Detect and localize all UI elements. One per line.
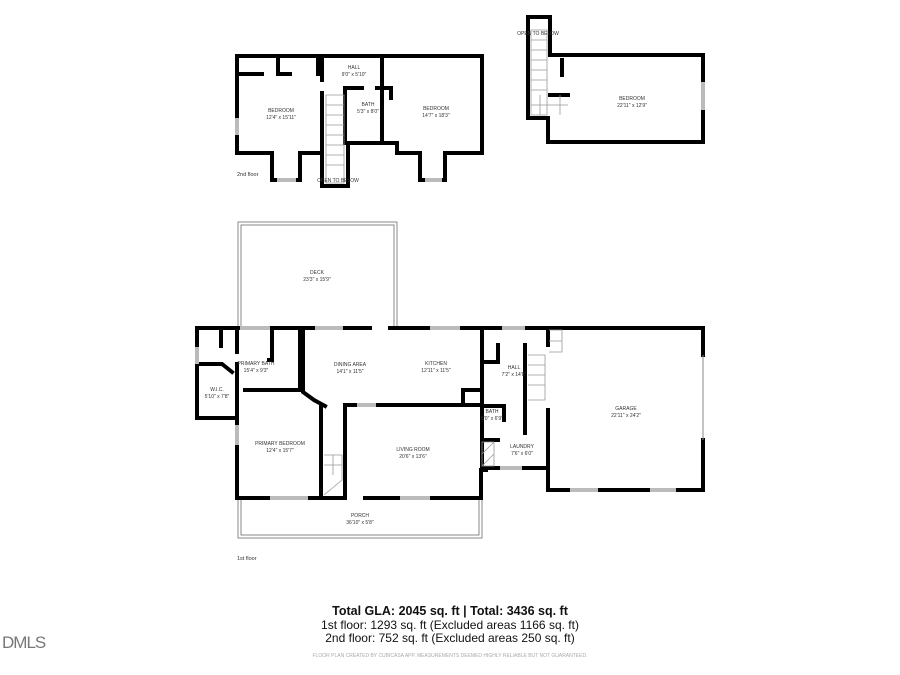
disclaimer: FLOOR PLAN CREATED BY CUBICASA APP. MEAS… <box>312 653 588 659</box>
room-dims: 7'2" x 14'8" <box>502 372 527 378</box>
room-dims: 5'0" x 6'9" <box>481 416 503 422</box>
room-dims: 5'10" x 7'8" <box>205 394 230 400</box>
room-name: BATH <box>486 409 499 415</box>
room-name: PRIMARY BEDROOM <box>255 441 305 447</box>
room-name: PRIMARY BATH <box>238 361 275 367</box>
room-dims: 12'4" x 15'7" <box>266 448 294 454</box>
second-floor-main-walls <box>235 54 484 188</box>
room-name: GARAGE <box>615 406 637 412</box>
room-name: LIVING ROOM <box>396 447 429 453</box>
floor-label-1st: 1st floor <box>237 556 257 562</box>
room-dims: 20'6" x 13'6" <box>399 454 427 460</box>
room-dims: 12'11" x 11'5" <box>421 368 451 374</box>
room-dims: 14'7" x 18'3" <box>422 113 450 119</box>
room-dims: 36'10" x 5'8" <box>346 520 374 526</box>
second-floor-area: 2nd floor: 752 sq. ft (Excluded areas 25… <box>325 631 575 645</box>
first-floor-area: 1st floor: 1293 sq. ft (Excluded areas 1… <box>321 618 579 632</box>
room-dims: 7'6" x 6'0" <box>511 451 533 457</box>
room-name: BEDROOM <box>619 96 645 102</box>
room-dims: 12'4" x 15'11" <box>266 115 296 121</box>
room-name: BEDROOM <box>423 106 449 112</box>
total-area: Total GLA: 2045 sq. ft | Total: 3436 sq.… <box>332 604 568 618</box>
room-name: LAUNDRY <box>510 444 534 450</box>
note-open-to-below: OPEN TO BELOW <box>517 31 559 37</box>
room-name: HALL <box>348 65 361 71</box>
room-name: DINING AREA <box>334 362 367 368</box>
room-name: KITCHEN <box>425 361 447 367</box>
room-dims: 22'11" x 24'2" <box>611 413 641 419</box>
room-dims: 5'3" x 8'0" <box>357 109 379 115</box>
room-dims: 22'11" x 12'9" <box>617 103 647 109</box>
room-name: DECK <box>310 270 325 276</box>
room-dims: 9'0" x 5'10" <box>342 72 367 78</box>
second-floor-bedroom-walls <box>526 15 705 144</box>
room-name: HALL <box>508 365 521 371</box>
room-dims: 23'3" x 15'9" <box>303 277 331 283</box>
room-dims: 14'1" x 11'5" <box>336 369 363 375</box>
deck-porch-outlines <box>237 221 483 539</box>
watermark-logo: DMLS <box>2 633 46 652</box>
room-dims: 15'4" x 9'3" <box>244 368 269 374</box>
note-open-to-below: OPEN TO BELOW <box>317 178 359 184</box>
room-name: BEDROOM <box>268 108 294 114</box>
room-name: BATH <box>362 102 375 108</box>
first-floor-walls <box>195 326 705 500</box>
room-name: W.I.C. <box>210 387 224 393</box>
floor-label-2nd: 2nd floor <box>237 172 259 178</box>
room-labels: 2nd floor HALL 9'0" x 5'10" BEDROOM 12'4… <box>205 31 647 562</box>
room-name: PORCH <box>351 513 369 519</box>
